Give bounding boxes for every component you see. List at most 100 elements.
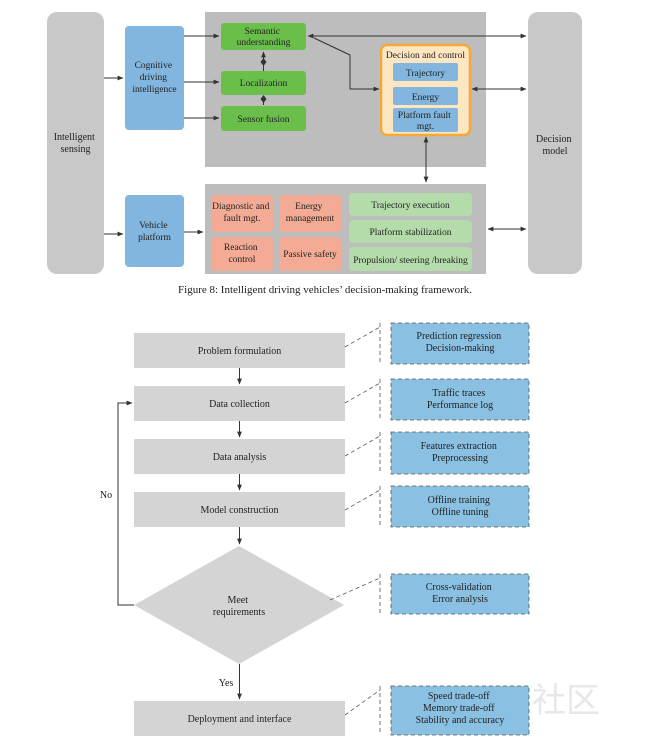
trajectory-execution-label: Trajectory execution (371, 201, 450, 211)
note-1-line-2: Decision-making (426, 343, 495, 354)
svg-text:Offline training Offli: Offline training Offline tuning (428, 495, 493, 518)
localization-box (221, 71, 306, 95)
note-5-line-2: Error analysis (432, 594, 488, 605)
connector-note-3 (344, 435, 381, 457)
flow-arrows (117, 368, 242, 700)
step-data-analysis-label: Data analysis (213, 452, 267, 463)
svg-text:Reaction control: Reaction control (224, 243, 260, 265)
decision-control-title: Decision and control (386, 51, 466, 61)
platform-fault-label-1: Platform fault (398, 110, 451, 121)
diagnostic-box (211, 195, 273, 232)
reaction-control-label-1: Reaction (224, 243, 258, 253)
note-3-line-1: Features extraction (421, 441, 497, 452)
step-data-analysis (134, 439, 345, 474)
vehicle-platform-label-2: platform (138, 232, 171, 243)
propulsion-label: Propulsion/ steering /breaking (353, 256, 468, 266)
note-box-4 (390, 485, 530, 528)
svg-text:Diagnostic and fault mgt: Diagnostic and fault mgt. (212, 202, 272, 224)
connector-note-2 (344, 382, 381, 404)
note-2-line-2: Performance log (427, 400, 493, 411)
note-box-1 (390, 322, 530, 365)
decision-label-1: Meet (227, 595, 248, 606)
trajectory-execution-box (349, 193, 472, 216)
vehicle-platform-label-1: Vehicle (139, 221, 168, 231)
diagnostic-label-1: Diagnostic and (212, 202, 270, 212)
note-6-line-3: Stability and accuracy (416, 715, 505, 726)
note-2-line-1: Traffic traces (432, 388, 485, 399)
decision-meet-requirements (134, 546, 344, 664)
energy-management-label-1: Energy (295, 202, 323, 212)
svg-text:Prediction regression: Prediction regression Decision-making (416, 331, 503, 354)
note-4-line-1: Offline training (428, 495, 490, 506)
decision-model-label-2: model (543, 146, 568, 157)
note-3-line-2: Preprocessing (432, 453, 488, 464)
propulsion-box (349, 247, 472, 271)
step-model-construction-label: Model construction (200, 505, 278, 516)
reaction-control-label-2: control (229, 255, 256, 265)
note-box-3 (390, 431, 530, 475)
passive-safety-box (279, 237, 341, 271)
platform-stabilization-box (349, 220, 472, 243)
svg-text:Platform fault mgt.: Platform fault mgt. (398, 110, 453, 132)
connector-note-5 (329, 577, 381, 601)
step-problem-formulation (134, 333, 345, 368)
svg-text:Speed trade-off Memory: Speed trade-off Memory trade-off Stabili… (416, 691, 505, 726)
platform-fault-label-2: mgt. (417, 122, 434, 132)
svg-text:Energy management: Energy management (286, 202, 335, 224)
svg-text:Meet requirements: Meet requirements (213, 595, 265, 618)
step-data-collection (134, 386, 345, 421)
flowchart: Problem formulation Data collection Data… (100, 322, 600, 736)
note-6-line-1: Speed trade-off (428, 691, 490, 702)
intelligent-sensing-block (47, 12, 104, 274)
cognitive-label-1: Cognitive (135, 61, 172, 71)
svg-text:Semantic understanding: Semantic understanding (237, 27, 291, 48)
note-boxes: Prediction regression Decision-making Tr… (390, 322, 530, 736)
energy-label: Energy (412, 93, 440, 103)
svg-text:Intelligent sensing: Intelligent sensing (54, 132, 98, 155)
connector-note-1 (344, 326, 381, 348)
connector-diamond-top (260, 58, 267, 66)
vehicle-platform-box (125, 195, 184, 267)
semantic-understanding-box (221, 23, 306, 50)
decision-model-block (528, 12, 582, 274)
sensor-fusion-label: Sensor fusion (238, 114, 290, 125)
localization-label: Localization (240, 79, 288, 89)
note-4-line-2: Offline tuning (432, 507, 489, 518)
step-model-construction (134, 492, 345, 527)
platform-stabilization-label: Platform stabilization (369, 227, 451, 238)
trajectory-label: Trajectory (406, 69, 445, 79)
intelligent-sensing-label-1: Intelligent (54, 132, 95, 143)
reaction-control-box (211, 237, 273, 271)
trajectory-box (393, 63, 458, 81)
semantic-label-1: Semantic (245, 27, 280, 37)
passive-safety-label: Passive safety (283, 249, 337, 260)
sensor-fusion-box (221, 106, 306, 131)
energy-box (393, 87, 458, 105)
svg-text:Traffic traces Perform: Traffic traces Performance log (427, 388, 493, 411)
note-box-2 (390, 378, 530, 421)
figure-8-caption: Figure 8: Intelligent driving vehicles’ … (178, 284, 472, 296)
connector-diamond-bottom (260, 95, 267, 103)
no-label: No (100, 490, 112, 501)
connector-note-4 (344, 489, 381, 511)
arrow-semantic-to-decision-control (313, 37, 380, 92)
svg-text:Decision model: Decision model (536, 134, 574, 157)
watermark-text: 社区 (532, 681, 600, 721)
cognitive-label-2: driving (140, 73, 168, 83)
step-deployment-label: Deployment and interface (188, 714, 292, 725)
note-box-6 (390, 685, 530, 736)
cognitive-driving-box (125, 26, 184, 130)
note-1-line-1: Prediction regression (416, 331, 501, 342)
diagnostic-label-2: fault mgt. (224, 213, 261, 224)
yes-label: Yes (219, 678, 234, 689)
step-data-collection-label: Data collection (209, 399, 270, 410)
arrow-decision-no-loop (117, 400, 134, 606)
svg-text:Vehicle platform: Vehicle platform (138, 221, 171, 243)
cognitive-label-3: intelligence (132, 85, 176, 95)
connector-note-6 (344, 689, 381, 716)
intelligent-sensing-label-2: sensing (61, 144, 91, 155)
note-connectors (329, 323, 381, 735)
energy-management-label-2: management (286, 214, 335, 224)
figure-8: Intelligent sensing Decision model Cogni… (47, 12, 582, 296)
